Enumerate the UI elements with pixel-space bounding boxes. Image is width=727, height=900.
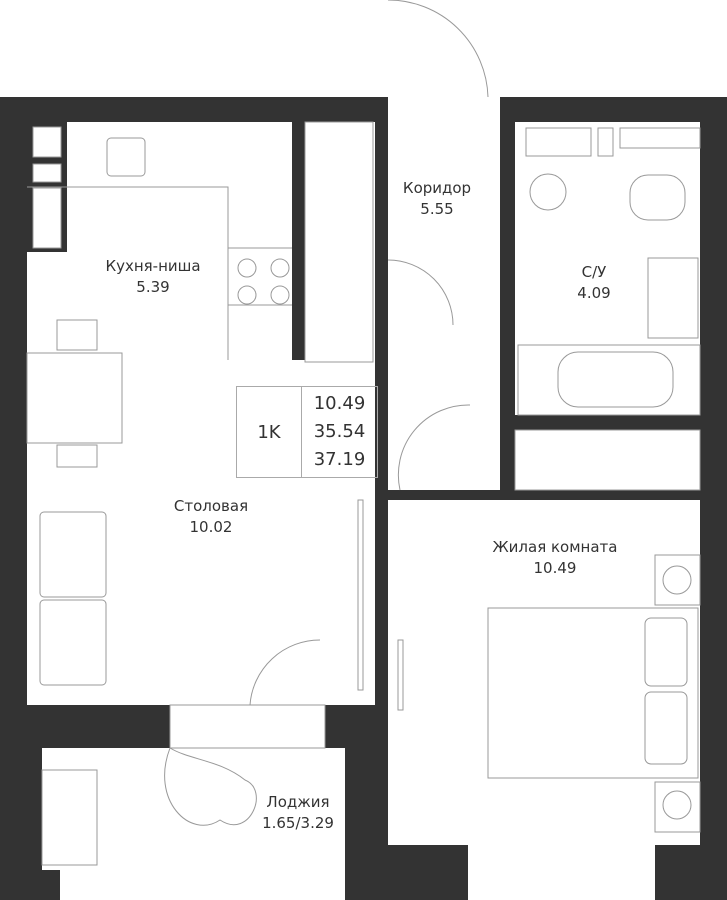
- stove-burners: [237, 258, 290, 305]
- room-label-corridor: Коридор 5.55: [403, 178, 471, 220]
- room-count: 1K: [237, 387, 302, 477]
- fixtures: [26, 0, 701, 866]
- room-name: Коридор: [402, 179, 472, 197]
- room-name: Лоджия: [266, 793, 330, 811]
- closet-outline: [514, 429, 701, 491]
- loggia-door-frame: [169, 704, 326, 749]
- bed-pillows: [644, 617, 688, 765]
- window-bottom-right: [468, 845, 655, 900]
- total-area-with-loggia: 37.19: [313, 449, 366, 470]
- room-area: 1.65/3.29: [262, 814, 334, 832]
- kitchen-sink: [106, 137, 146, 177]
- exterior-area-right: [490, 0, 727, 97]
- apartment-summary-box: 1K 10.49 35.54 37.19: [236, 386, 378, 478]
- room-name: Жилая комната: [492, 538, 618, 556]
- washing-machine: [529, 173, 567, 211]
- bathroom-shelves: [525, 127, 701, 157]
- room-area: 5.39: [136, 278, 170, 296]
- exterior-area-left: [0, 0, 388, 97]
- door-swings: [249, 0, 489, 706]
- room-label-loggia: Лоджия 1.65/3.29: [262, 792, 334, 834]
- dining-table: [26, 352, 123, 444]
- area-values: 10.49 35.54 37.19: [302, 387, 377, 477]
- living-area: 10.49: [313, 393, 366, 414]
- bathtub: [557, 351, 674, 408]
- room-name: С/У: [581, 263, 607, 281]
- toilet: [629, 174, 686, 221]
- sofa: [39, 511, 107, 686]
- windows: [357, 499, 404, 711]
- room-label-kitchen: Кухня-ниша 5.39: [105, 256, 200, 298]
- room-area: 10.49: [533, 559, 577, 577]
- room-label-bathroom: С/У 4.09: [577, 262, 610, 304]
- wardrobe: [304, 121, 374, 363]
- room-name: Кухня-ниша: [105, 257, 201, 275]
- nightstand-bottom: [654, 781, 701, 833]
- dining-chairs: [56, 319, 98, 468]
- room-area: 5.55: [420, 200, 454, 218]
- room-area: 10.02: [189, 518, 233, 536]
- room-label-living: Жилая комната 10.49: [493, 537, 618, 579]
- nightstand-top: [654, 554, 701, 606]
- kitchen-counter: [27, 186, 292, 360]
- room-area: 4.09: [577, 284, 611, 302]
- loggia-cabinet: [41, 769, 98, 866]
- loggia-chair: [164, 747, 257, 826]
- kitchen-shelves: [32, 126, 62, 249]
- total-area: 35.54: [313, 421, 366, 442]
- bathroom-sink: [647, 257, 699, 339]
- corridor-space: [388, 0, 500, 490]
- window-bottom-left: [60, 870, 345, 900]
- room-name: Столовая: [173, 497, 249, 515]
- room-label-dining: Столовая 10.02: [174, 496, 248, 538]
